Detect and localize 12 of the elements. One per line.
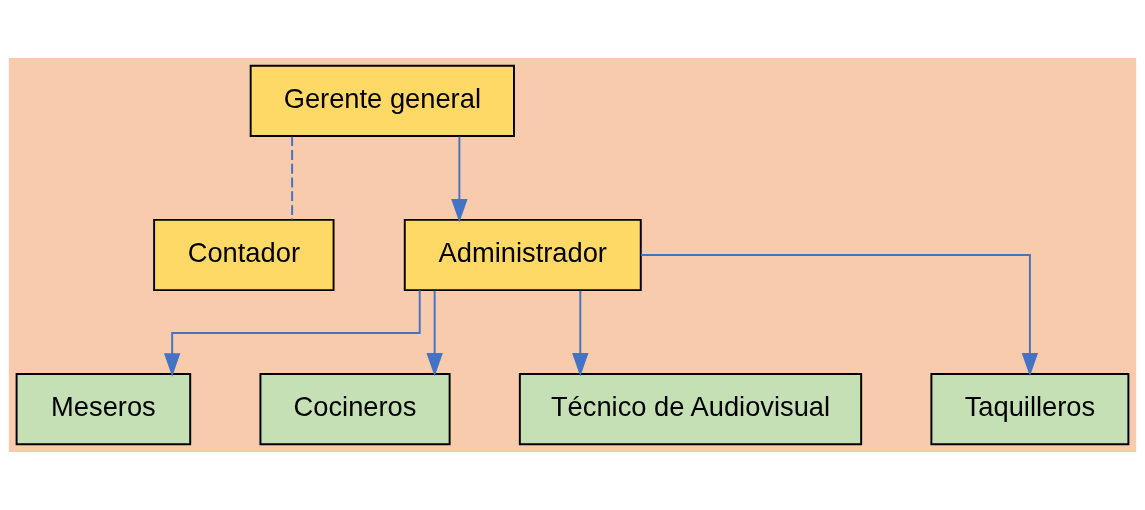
arrow	[163, 289, 421, 377]
arrow	[640, 254, 1039, 377]
node-box: Cocineros	[259, 373, 451, 446]
node-box: Técnico de Audiovisual	[518, 373, 863, 446]
node-box: Contador	[153, 218, 335, 292]
node-box: Administrador	[403, 218, 642, 292]
arrow	[572, 289, 589, 377]
arrow	[426, 289, 443, 377]
node-box: Gerente general	[249, 64, 515, 137]
node-box: Meseros	[15, 373, 192, 446]
node-box: Taquilleros	[930, 373, 1130, 446]
arrow	[451, 135, 468, 223]
